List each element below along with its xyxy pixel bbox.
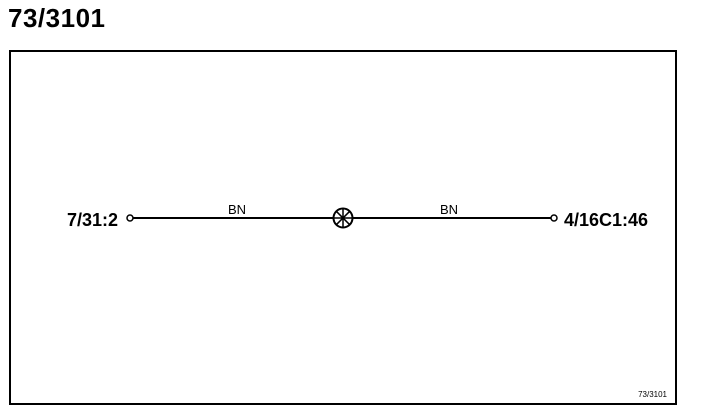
- page-title: 73/3101: [8, 3, 106, 33]
- right-connector-icon: [550, 214, 558, 222]
- reference-code: 73/3101: [638, 390, 667, 399]
- right-terminal-label: 4/16C1:46: [564, 210, 648, 230]
- left-terminal-label: 7/31:2: [67, 210, 118, 230]
- wire-label-right: BN: [440, 202, 458, 217]
- wire-label-left: BN: [228, 202, 246, 217]
- splice-icon: [332, 207, 354, 229]
- left-connector-icon: [126, 214, 134, 222]
